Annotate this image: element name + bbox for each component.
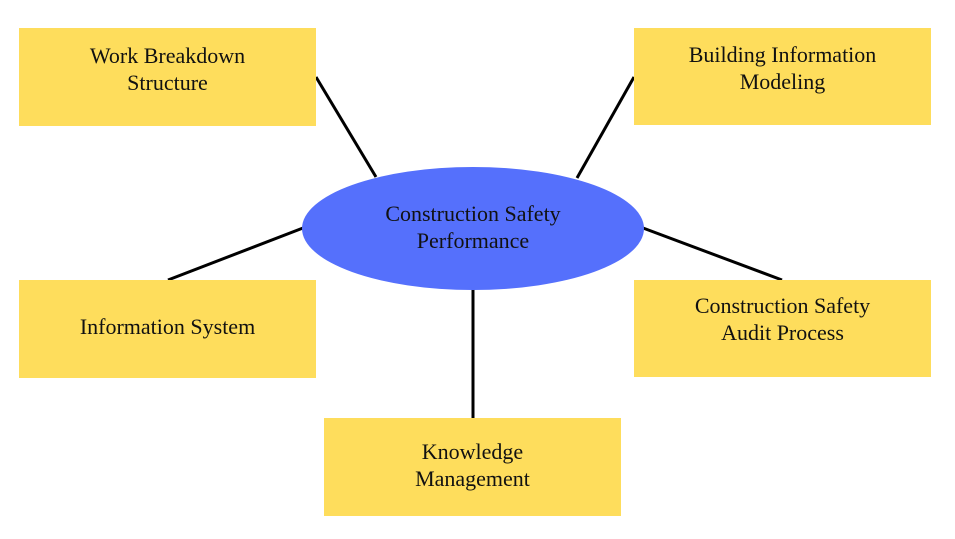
edge-center-bim	[575, 76, 636, 179]
edge-center-info	[167, 226, 304, 282]
node-work-breakdown-structure: Work Breakdown Structure	[19, 28, 316, 126]
edge-center-wbs	[314, 76, 378, 178]
node-label: Work Breakdown Structure	[89, 42, 246, 95]
node-knowledge-management: Knowledge Management	[324, 418, 621, 516]
node-label: Information System	[79, 313, 256, 339]
center-label: Construction Safety Performance	[385, 200, 561, 253]
node-building-information-modeling: Building Information Modeling	[634, 28, 931, 125]
node-label: Construction Safety Audit Process	[694, 292, 871, 345]
node-construction-safety-audit-process: Construction Safety Audit Process	[634, 280, 931, 377]
node-label: Building Information Modeling	[688, 42, 877, 94]
node-label: Knowledge Management	[415, 439, 530, 491]
edge-center-audit	[642, 226, 783, 282]
node-information-system: Information System	[19, 280, 316, 378]
center-node-construction-safety-performance: Construction Safety Performance	[302, 167, 644, 290]
